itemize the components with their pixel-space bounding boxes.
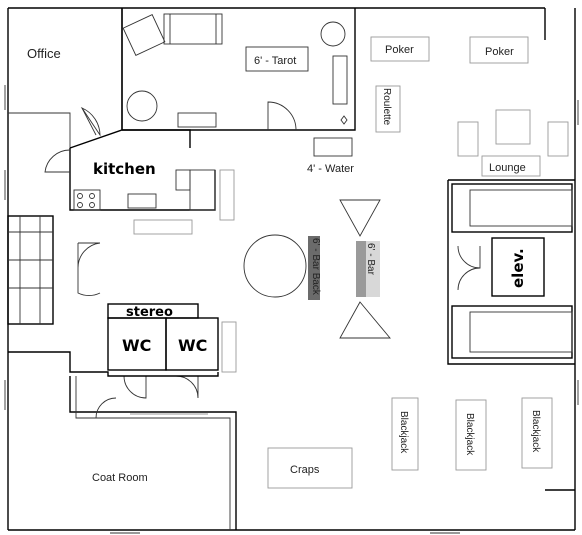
- bar-back-label: 6' - Bar Back: [310, 238, 321, 296]
- blackjack-1-label: Blackjack: [398, 411, 409, 454]
- stereo-label: stereo: [126, 305, 173, 320]
- gaming-tables-north: Poker Poker Roulette Lounge: [370, 36, 569, 177]
- roulette-label: Roulette: [381, 88, 392, 126]
- elevator-core: elev.: [447, 179, 575, 365]
- kitchen-label: kitchen: [93, 160, 156, 178]
- lounge-label: Lounge: [489, 162, 526, 174]
- blackjack-3-label: Blackjack: [530, 410, 541, 453]
- gaming-tables-south: Blackjack Blackjack Blackjack Craps: [267, 397, 553, 489]
- water-label: 4' - Water: [307, 163, 354, 175]
- coat-room: Coat Room: [8, 351, 237, 530]
- elevator-label: elev.: [509, 248, 527, 288]
- bar-area: 6' - Bar Back 6' - Bar: [243, 199, 391, 339]
- bar-label: 6' - Bar: [365, 243, 376, 276]
- office-label: Office: [27, 46, 61, 61]
- wc-2-label: WC: [178, 336, 207, 355]
- wc-block: stereo WC WC: [77, 219, 237, 399]
- office-room: Office: [8, 8, 123, 210]
- kitchen-room: kitchen: [44, 129, 235, 221]
- poker-2-label: Poker: [485, 46, 514, 58]
- craps-label: Craps: [290, 464, 320, 476]
- coat-room-label: Coat Room: [92, 472, 148, 484]
- left-staircase: [7, 215, 54, 325]
- bar-counter: [356, 241, 366, 297]
- tarot-room: 6' - Tarot: [121, 8, 356, 131]
- blackjack-2-label: Blackjack: [464, 413, 475, 456]
- poker-1-label: Poker: [385, 44, 414, 56]
- bar-back-counter: [308, 236, 320, 300]
- water-station: 4' - Water: [307, 137, 354, 175]
- tarot-label: 6' - Tarot: [254, 55, 296, 67]
- outer-walls: [4, 7, 579, 534]
- wc-1-label: WC: [122, 336, 151, 355]
